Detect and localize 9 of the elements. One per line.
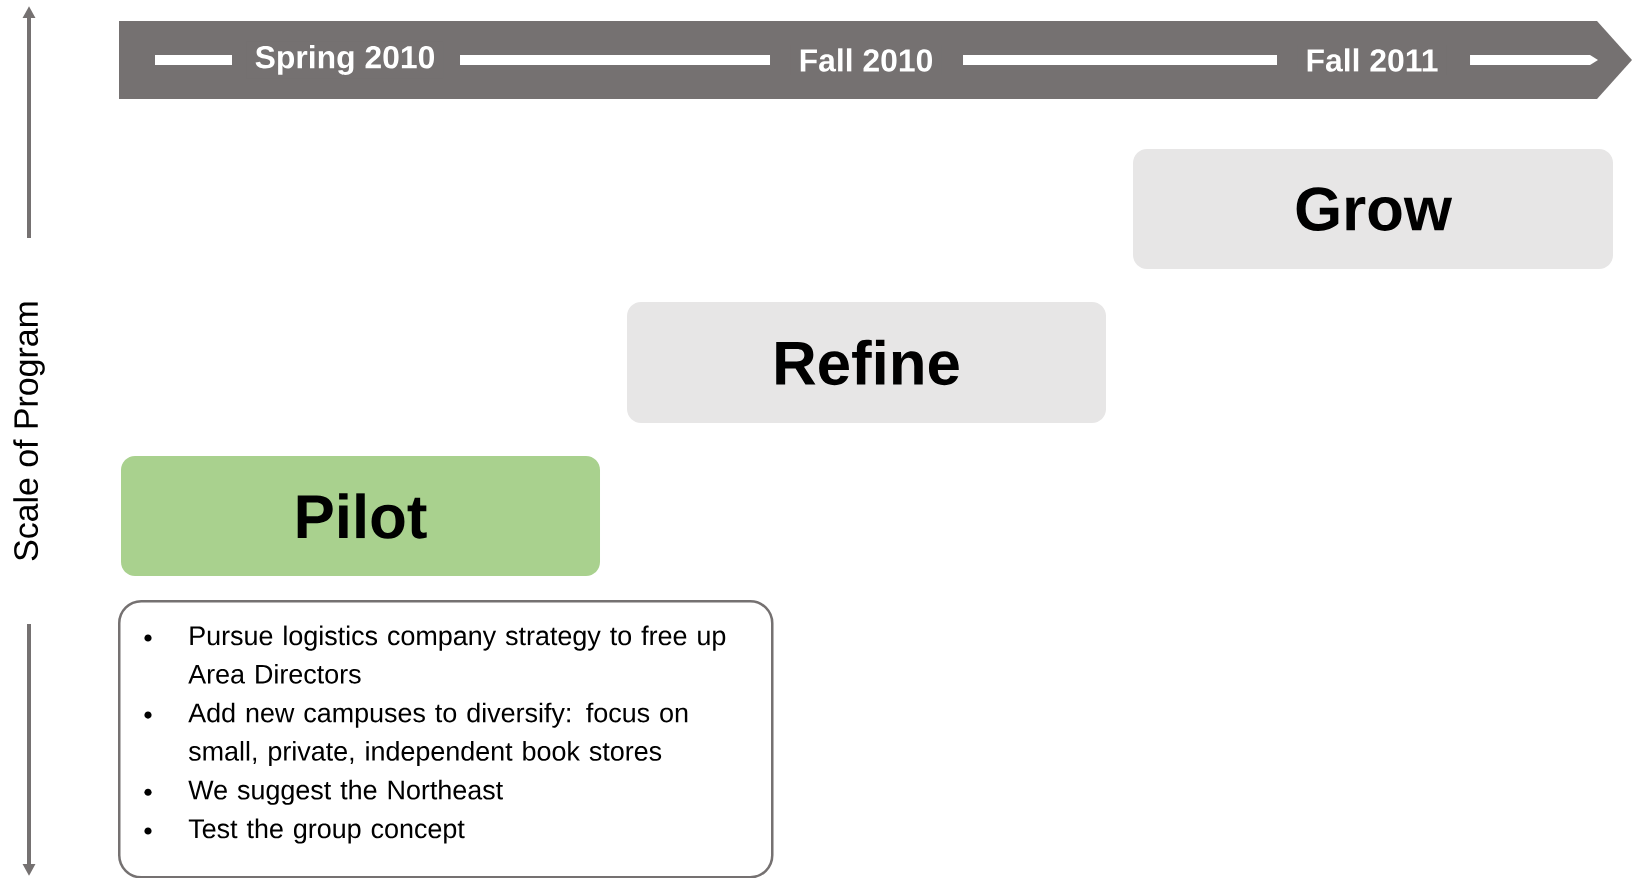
axis-label: Scale of Program xyxy=(13,302,45,561)
stage-box: Refine xyxy=(627,302,1106,423)
stage-box: Pilot xyxy=(121,456,600,576)
bullet-text: We suggest the Northeast xyxy=(188,779,503,805)
bullet-text: Test the group concept xyxy=(188,818,465,844)
stage-box: Grow xyxy=(1133,149,1613,269)
bullet-list-box xyxy=(118,600,774,878)
bullet-text: Add new campuses to diversify: focus on small, private, independent book stores xyxy=(188,702,688,767)
bullet-text: Pursue logistics company strategy to free up Area Directors xyxy=(188,625,726,684)
